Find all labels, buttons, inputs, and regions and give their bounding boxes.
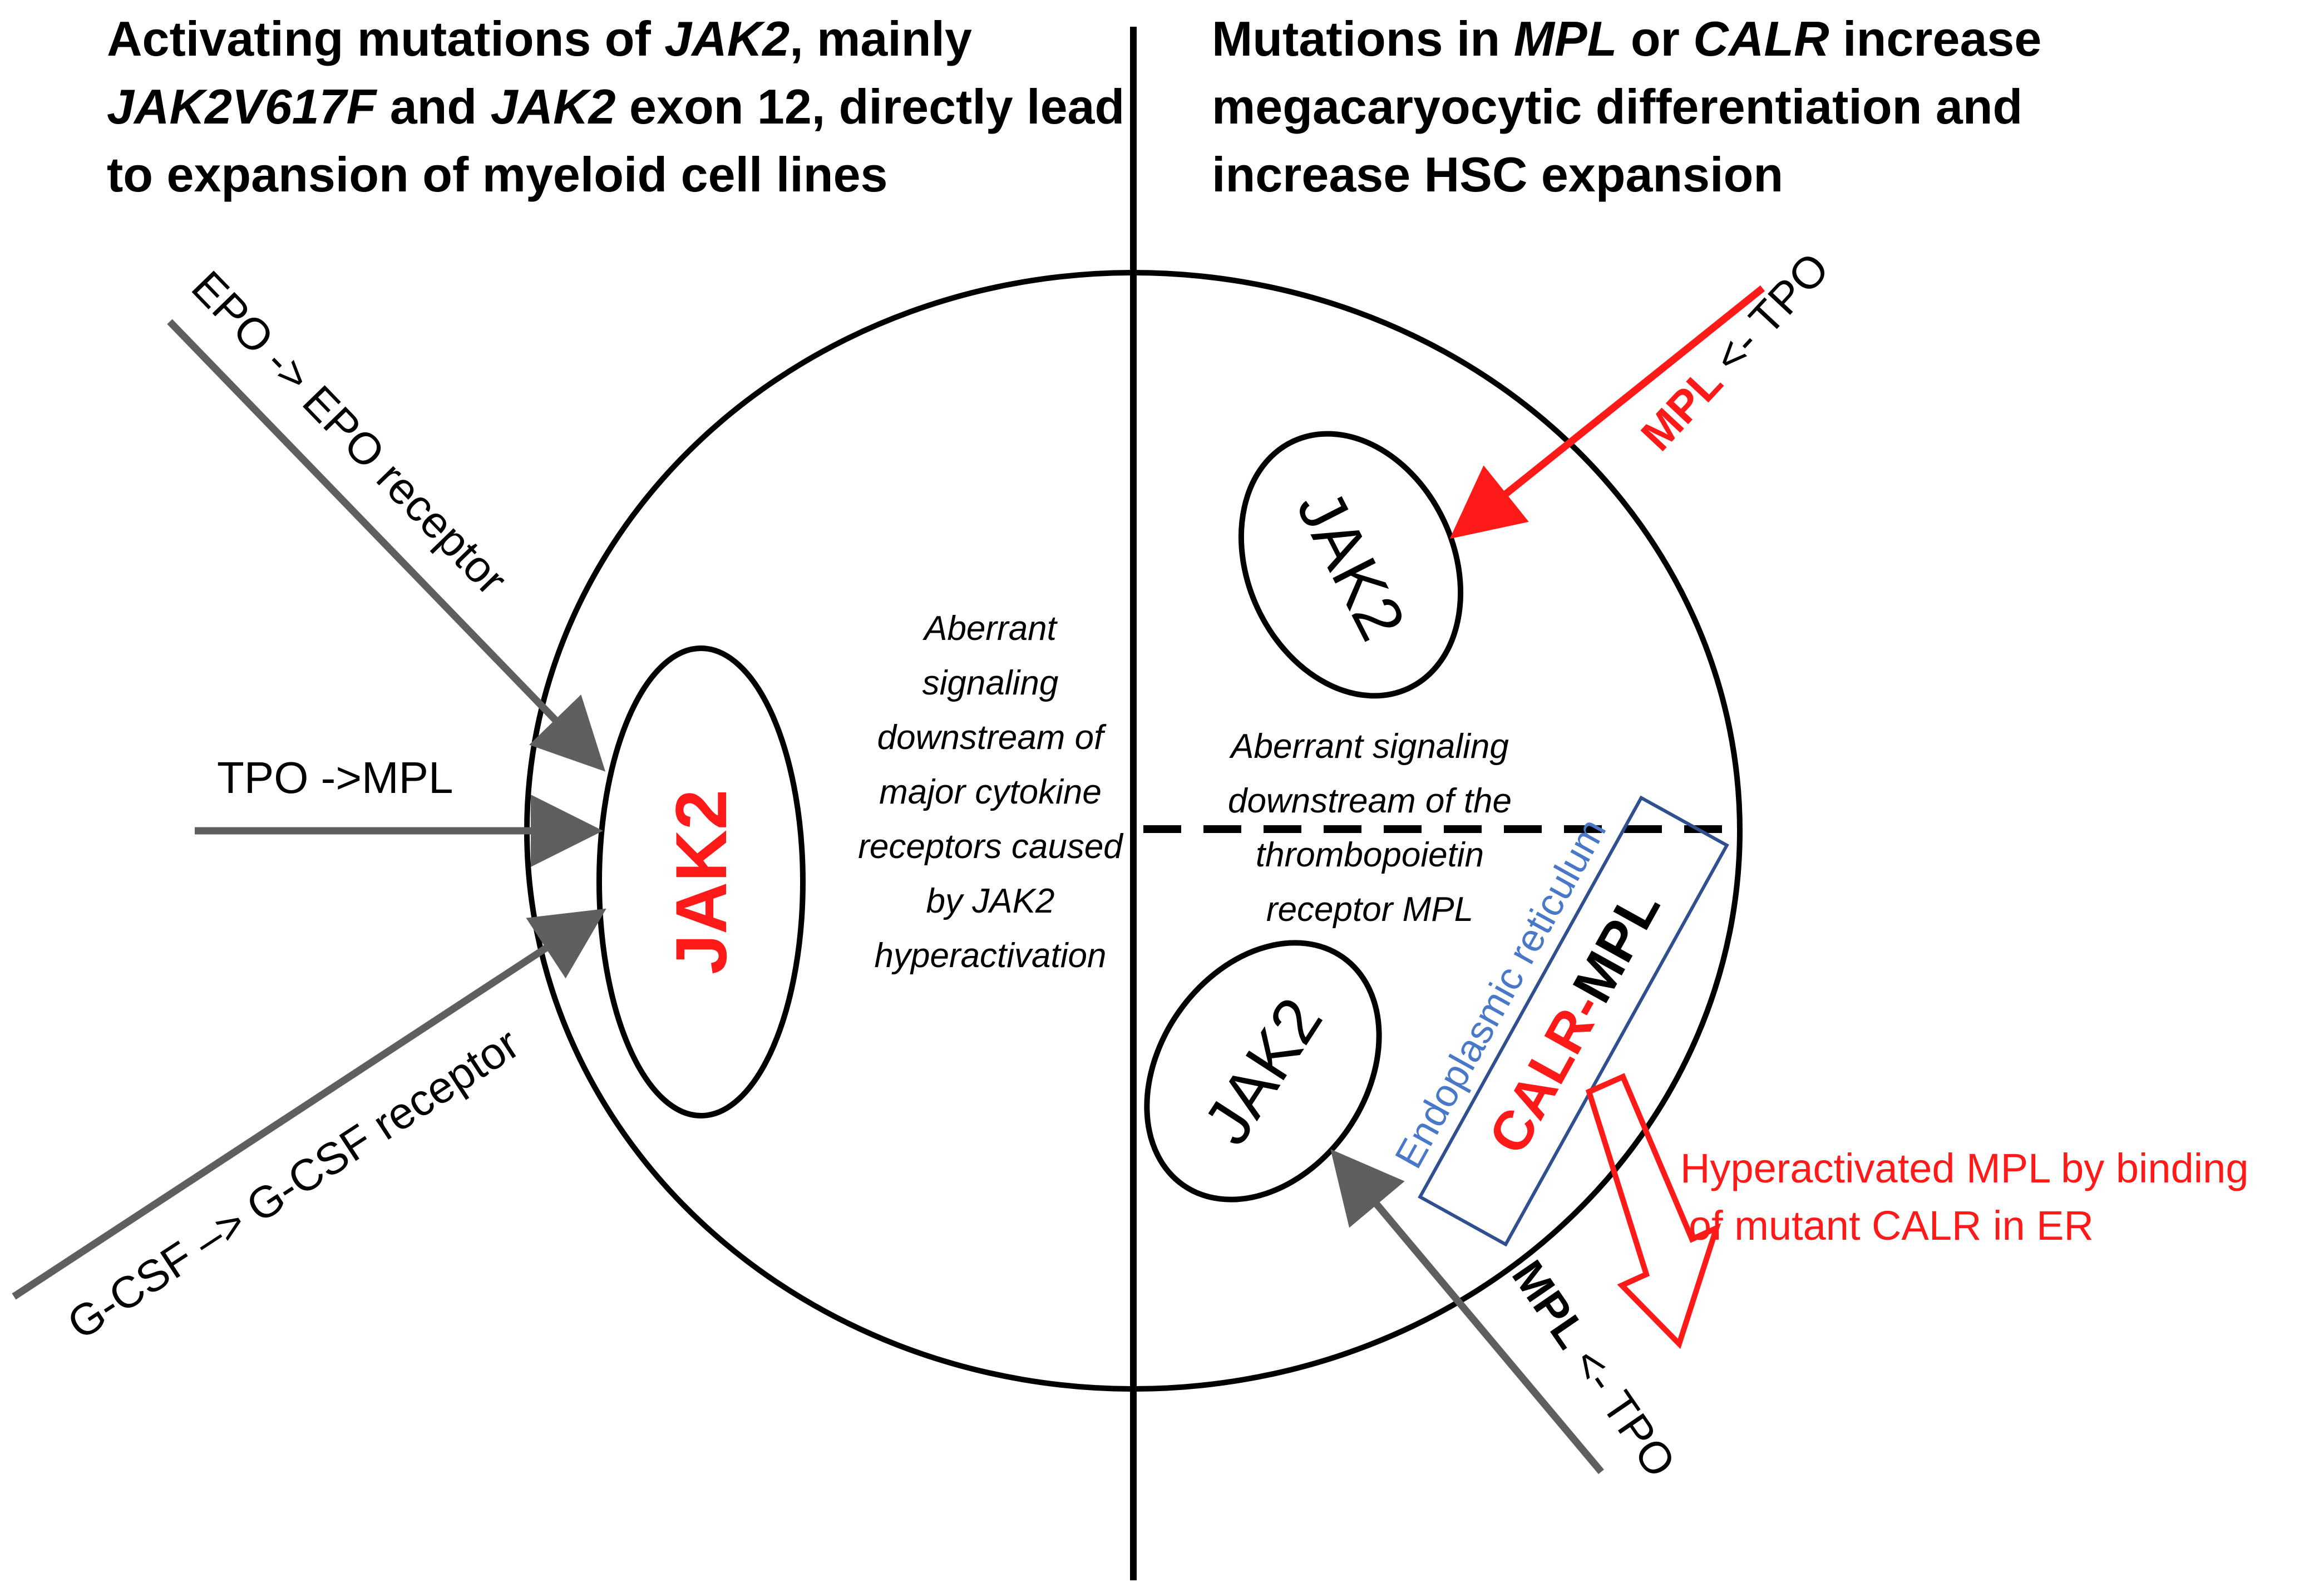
svg-text:by JAK2: by JAK2 <box>926 882 1055 920</box>
hyperactivation-block-arrow <box>1585 1073 1721 1349</box>
left-jak2-group: JAK2 <box>596 645 806 1118</box>
svg-text:downstream of the: downstream of the <box>1228 782 1512 820</box>
svg-text:Mutations in MPL or CALR incre: Mutations in MPL or CALR increase <box>1212 11 2041 66</box>
right-top-jak2-label: JAK2 <box>1282 478 1419 651</box>
svg-text:thrombopoietin: thrombopoietin <box>1256 836 1484 874</box>
mpl-red-arrow <box>1449 285 1765 539</box>
left-jak2-oval <box>596 645 806 1118</box>
right-aberrant-note: Aberrant signaling downstream of the thr… <box>1228 727 1512 929</box>
svg-text:JAK2V617F and JAK2 exon 12, di: JAK2V617F and JAK2 exon 12, directly lea… <box>107 79 1124 134</box>
gcsf-arrow <box>12 908 606 1300</box>
right-top-jak2-group: JAK2 <box>1238 431 1464 699</box>
svg-text:increase HSC expansion: increase HSC expansion <box>1212 147 1783 202</box>
right-bottom-jak2-oval <box>1144 940 1382 1202</box>
tpo-arrow-label: TPO ->MPL <box>217 753 453 802</box>
er-box <box>1418 795 1729 1247</box>
svg-text:receptors caused: receptors caused <box>858 827 1124 866</box>
right-bottom-jak2-label: JAK2 <box>1190 985 1336 1157</box>
hyperactivated-label-line1: Hyperactivated MPL by binding <box>1680 1145 2248 1191</box>
svg-text:to expansion of myeloid cell l: to expansion of myeloid cell lines <box>107 147 887 202</box>
svg-text:major cytokine: major cytokine <box>879 773 1102 811</box>
left-jak2-label: JAK2 <box>660 790 742 974</box>
left-aberrant-note: Aberrant signaling downstream of major c… <box>858 609 1124 975</box>
epo-arrow <box>167 319 606 772</box>
svg-text:hyperactivation: hyperactivation <box>874 937 1106 975</box>
right-heading: Mutations in MPL or CALR increase megaca… <box>1212 11 2041 202</box>
right-bottom-jak2-group: JAK2 <box>1144 940 1382 1202</box>
gcsf-arrow-label: G-CSF –> G-CSF receptor <box>59 1018 528 1349</box>
left-heading: Activating mutations of JAK2, mainly JAK… <box>107 11 1124 202</box>
svg-text:downstream of: downstream of <box>877 718 1107 757</box>
right-top-jak2-oval <box>1238 431 1464 699</box>
epo-arrow-label: EPO -> EPO receptor <box>182 262 517 604</box>
svg-text:Aberrant: Aberrant <box>922 609 1058 648</box>
hyperactivated-label-line2: of mutant CALR in ER <box>1689 1202 2094 1249</box>
svg-text:receptor MPL: receptor MPL <box>1266 890 1473 929</box>
svg-text:megacaryocytic differentiation: megacaryocytic differentiation and <box>1212 79 2022 134</box>
mpl-tpo-upper-label: MPL <- TPO <box>1631 243 1838 460</box>
svg-text:signaling: signaling <box>922 664 1059 702</box>
mpl-gray-arrow <box>1330 1149 1604 1475</box>
svg-text:Activating mutations of JAK2,: Activating mutations of JAK2, mainly <box>107 11 972 66</box>
mpl-tpo-lower-label: MPL <- TPO <box>1503 1251 1685 1486</box>
svg-text:Aberrant signaling: Aberrant signaling <box>1228 727 1509 766</box>
